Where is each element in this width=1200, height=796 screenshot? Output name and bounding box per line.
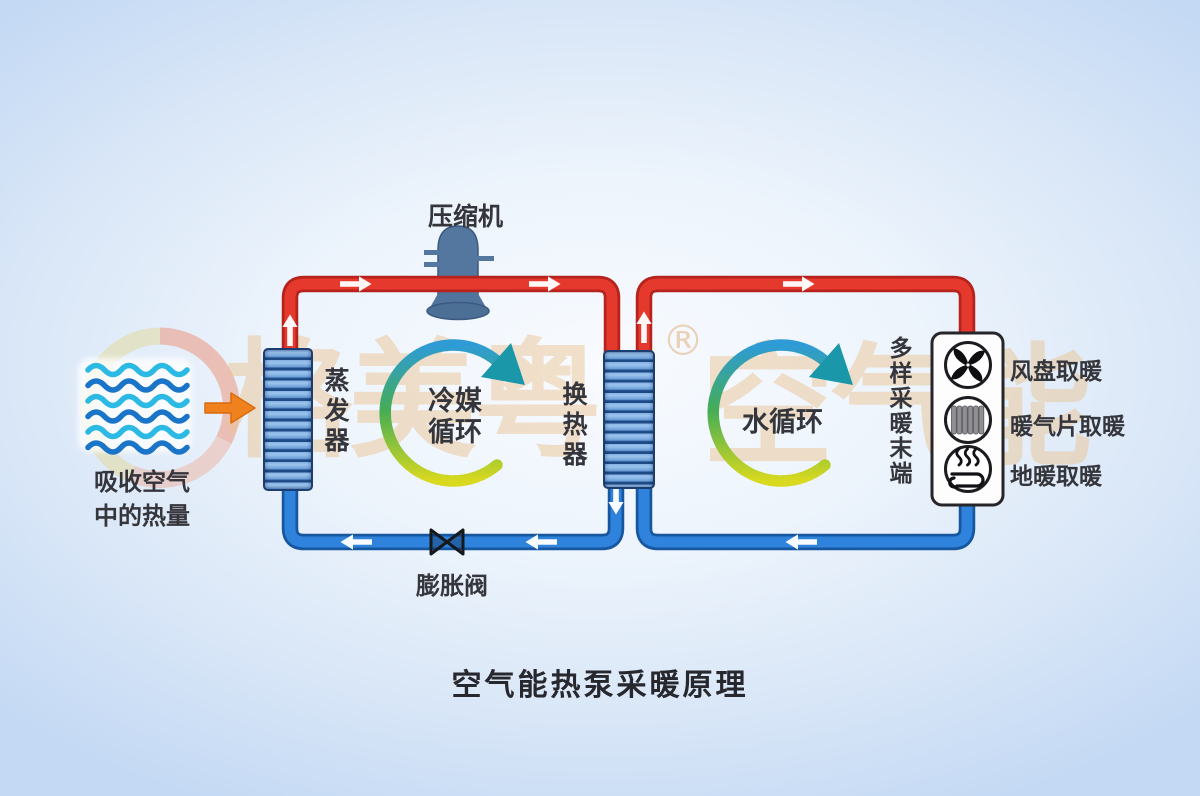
water-cold-pipe xyxy=(635,486,976,551)
air-heat-absorb-line1: 吸收空气 xyxy=(94,468,190,496)
page-title: 空气能热泵采暖原理 xyxy=(451,668,749,703)
refrigerant-cycle-line1: 冷媒 xyxy=(428,386,482,417)
refrigerant-cycle-line2: 循环 xyxy=(428,417,482,449)
watermark-registered-mark: ® xyxy=(662,316,704,365)
expansion-valve-symbol xyxy=(429,528,465,556)
air-heat-absorb-label: 吸收空气 中的热量 xyxy=(68,465,216,533)
radiator-icon xyxy=(951,405,985,435)
terminal-label-fan-coil: 风盘取暖 xyxy=(1010,359,1102,385)
air-waves-icon xyxy=(85,362,190,455)
air-heat-absorb-line2: 中的热量 xyxy=(94,502,190,531)
refrigerant-cycle-label: 冷媒 循环 xyxy=(403,386,507,448)
refrigerant-cycle-arrow xyxy=(379,339,525,487)
heat-exchanger-label: 换热器 xyxy=(559,381,588,471)
heating-terminals-label: 多样采暖末端 xyxy=(885,336,911,486)
evaporator-coil xyxy=(263,348,313,491)
heat-input-arrow xyxy=(204,392,256,424)
compressor-symbol xyxy=(424,225,494,321)
terminal-label-radiator: 暖气片取暖 xyxy=(1010,414,1125,440)
compressor-label: 压缩机 xyxy=(427,202,503,231)
floor-heating-icon xyxy=(948,447,985,489)
water-cycle-arrow xyxy=(707,339,853,487)
watermark-suffix-text: 空气能 xyxy=(702,331,1092,485)
expansion-valve-label: 膨胀阀 xyxy=(416,572,488,600)
terminal-label-floor-heating: 地暖取暖 xyxy=(1010,464,1102,490)
evaporator-label: 蒸发器 xyxy=(321,367,350,457)
fan-coil-icon xyxy=(951,348,985,382)
refrigerant-hot-pipe xyxy=(281,275,621,354)
refrigerant-cold-pipe xyxy=(281,484,625,551)
water-cycle-label: 水循环 xyxy=(742,407,823,438)
terminals-panel xyxy=(930,331,1005,507)
heat-exchanger-coil xyxy=(603,350,655,489)
